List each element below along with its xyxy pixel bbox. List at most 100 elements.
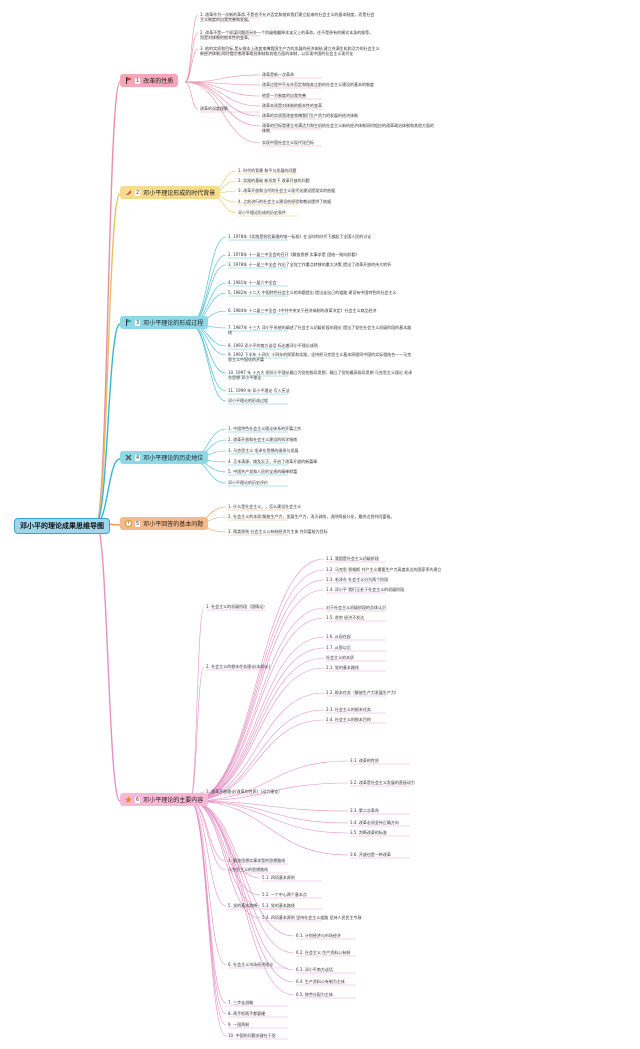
leaf-node[interactable]: 6.1. 计划经济与市场经济	[296, 933, 341, 938]
root-title: 邓小平的理论成果思维导图	[20, 522, 104, 530]
clock-icon	[125, 520, 132, 527]
star-icon	[125, 796, 132, 803]
leaf-node[interactable]: 3.3. 第二次革命	[350, 808, 379, 813]
leaf-node[interactable]: 对于社会主义初级阶段的总体认识	[326, 605, 386, 610]
leaf-node[interactable]: 1. 中国特色社会主义理论体系的开篇之作	[228, 426, 302, 431]
leaf-node[interactable]: 马克思主义的思想路线	[228, 867, 268, 872]
leaf-node[interactable]: 2.4. 社会主义的根本目的	[326, 717, 371, 722]
branch-number: 3	[135, 319, 141, 326]
leaf-node[interactable]: 1.4. 邓小平 我们正处于社会主义的初级阶段	[326, 587, 405, 592]
flag-icon	[125, 77, 132, 84]
leaf-node[interactable]: 5.2. 一个中心两个基本点	[262, 892, 307, 897]
branch-formation-process[interactable]: 3 邓小平理论的形成过程	[120, 316, 209, 329]
leaf-node[interactable]: 邓小平理论的形成过程	[228, 398, 268, 403]
leaf-node[interactable]: 11. 1999 年 邓小平理论 写入宪法	[228, 388, 290, 393]
leaf-node[interactable]: 10. 中国的问题关键在于党	[228, 1033, 276, 1038]
leaf-node[interactable]: 1.1. 我国是社会主义初级阶段	[326, 556, 379, 561]
root-node[interactable]: 邓小平的理论成果思维导图	[14, 518, 110, 534]
branch-label: 邓小平理论的历史地位	[143, 455, 204, 462]
leaf-node[interactable]: 3.4. 改革必须坚持正确方向	[350, 820, 399, 825]
leaf-node[interactable]: 6. 1984年 十二届三中全会《中共中央关于经济体制的改革决定》社会主义商品经…	[228, 308, 377, 313]
rocket-icon	[125, 189, 132, 196]
leaf-node[interactable]: 1. 改革作为一次新的革命,不是也不允许否定和抛弃我们建立起来的社会主义的基本制…	[200, 12, 375, 22]
leaf-node[interactable]: 10. 1997 年 十五大 把邓小平理论确立为党的指导思想，确立了党的最高指导…	[228, 370, 413, 380]
branch-basic-questions[interactable]: 5 邓小平回答的基本问题	[120, 517, 209, 530]
leaf-node[interactable]: 1.5. 贫穷 经济不发达	[326, 615, 365, 620]
leaf-node[interactable]: 7. 1987年 十三大 邓小平系统的阐述了社会主义初级阶段的理论 提出了党在社…	[228, 325, 412, 335]
leaf-node[interactable]: 改革的深度理解	[200, 106, 228, 111]
leaf-node[interactable]: 2.2. 根本任务（解放生产力发展生产力）	[326, 690, 399, 695]
leaf-node[interactable]: 他是一方制度的自我完善	[262, 93, 306, 98]
leaf-node[interactable]: 2. 改革不是一个权谋问题而另外一个阶级推翻掉本该又上的革命。往不是原有的模式本…	[200, 30, 374, 40]
leaf-node[interactable]: 6.5. 按劳分配为主体	[296, 992, 333, 997]
leaf-node[interactable]: 3. 他的实质和目标,是从根本上改变束缚我国生产力的发展的经济体制,建立充满生机…	[200, 46, 380, 56]
leaf-node[interactable]: 2. 改革开放和社会主义建设的科学指南	[228, 437, 298, 442]
leaf-node[interactable]: 改革的目标是建立充满活力和生机的社会主义新的经济体制同时相应的改革政治体制和其他…	[262, 123, 434, 133]
leaf-node[interactable]: 2. 社会主义的本质:解放生产力，发展生产力，消灭剥削，消除两极分化，最终达到共…	[228, 514, 395, 519]
leaf-node[interactable]: 1.6. 从现在起	[326, 634, 351, 639]
leaf-node[interactable]: 8. 两手抓两手都要硬	[228, 1011, 266, 1016]
leaf-node[interactable]: 2.1. 党的基本路线	[326, 665, 359, 670]
branch-historical-status[interactable]: 4 邓小平理论的历史地位	[120, 451, 209, 464]
branch-number: 6	[135, 796, 141, 803]
branch-number: 1	[135, 77, 141, 84]
leaf-node[interactable]: 1.7. 从那以后	[326, 645, 351, 650]
leaf-node[interactable]: 3. 马克思主义 毛泽东思想的继承与发展	[228, 448, 299, 453]
tools-icon	[125, 454, 132, 461]
leaf-node[interactable]: 5.3. 党的基本路线	[262, 903, 295, 908]
branch-label: 改革的性质	[143, 78, 174, 85]
leaf-node[interactable]: 实现中国社会主义现代化目标	[262, 140, 314, 145]
leaf-node[interactable]: 2.3. 社会主义的根本任务	[326, 707, 371, 712]
leaf-node[interactable]: 改革过程中不允许否定和抛弃之前的社会主义建设的基本的制度	[262, 82, 374, 87]
leaf-node[interactable]: 3. 1978年 十一届三中全会 作出了全党工作重点转移的重大决策 提出了改革开…	[228, 262, 392, 267]
leaf-node[interactable]: 4. 解放思想实事求是的思想路线	[228, 858, 286, 863]
leaf-node[interactable]: 社会主义的本质	[326, 655, 354, 660]
leaf-node[interactable]: 邓小平理论形成的历史条件	[238, 210, 286, 215]
leaf-node[interactable]: 3. 两类原则 社会主义公有制经济为主体 共同富裕为目标	[228, 529, 328, 534]
leaf-node[interactable]: 5.1. 四项基本原则	[262, 875, 295, 880]
leaf-node[interactable]: 邓小平理论的历史评价	[228, 480, 268, 485]
leaf-node[interactable]: 4. 之前进行的社会主义建设的经验和教训提供了依据	[238, 199, 332, 204]
leaf-node[interactable]: 改革是新一次革命	[262, 72, 294, 77]
leaf-node[interactable]: 5. 中国共产党和人民的宝贵的精神财富	[228, 469, 298, 474]
leaf-node[interactable]: 1. 1978年《实践是检验真理的唯一标准》在当时的时代下激起了全国人民的讨论	[228, 234, 372, 239]
leaf-node[interactable]: 5. 1982年 十二大 中国特色社会主义的命题提出 提出走自己的道路 建设有中…	[228, 290, 397, 295]
leaf-node[interactable]: 5.4. 四项基本原则 坚持社会主义道路 坚持人民民主专政	[262, 915, 362, 920]
leaf-node[interactable]: 6. 社会主义市场经济理论	[228, 962, 274, 967]
flag-icon	[125, 319, 132, 326]
leaf-node[interactable]: 1. 社会主义的初级阶段（国情论）	[206, 604, 268, 609]
branch-label: 邓小平理论的主要内容	[143, 797, 204, 804]
leaf-node[interactable]: 4. 正本清源，拨乱反正，开启了改革开放的新篇章	[228, 459, 318, 464]
branch-number: 2	[135, 189, 141, 196]
leaf-node[interactable]: 6.4. 生产资料公有制为主体	[296, 979, 345, 984]
leaf-node[interactable]: 9. 1992 下半年 十四大 十四年的探索和实践，坚持把马克思主义基本原理同中…	[228, 352, 412, 362]
leaf-node[interactable]: 4. 1981年 十一届六中全会	[228, 280, 277, 285]
leaf-node[interactable]: 1.3. 毛泽东 社会主义分为两个阶段	[326, 577, 389, 582]
leaf-node[interactable]: 改革本质是对体制的根本性的变革	[262, 103, 322, 108]
leaf-node[interactable]: 3.5. 判断改革的标准	[350, 830, 387, 835]
branch-main-content[interactable]: 6 邓小平理论的主要内容	[120, 793, 209, 806]
branch-era-background[interactable]: 2 邓小平理论形成的时代背景	[120, 186, 221, 199]
branch-label: 邓小平理论形成的时代背景	[143, 190, 216, 197]
leaf-node[interactable]: 1. 时代的背景 和平与发展的问题	[238, 168, 297, 173]
leaf-node[interactable]: 1. 什么是社会主义，，怎么建设社会主义	[228, 504, 302, 509]
leaf-node[interactable]: 3.1. 改革的性质	[350, 758, 379, 763]
leaf-node[interactable]: 6.2. 社会主义:生产资料公有制	[296, 950, 351, 955]
leaf-node[interactable]: 2. 实践的基础 新形势下 改革开放的问题	[238, 178, 310, 183]
leaf-node[interactable]: 8. 1992 邓小平的南方谈话 标志着邓小平理论成熟	[228, 343, 318, 348]
leaf-node[interactable]: 9. 一国两制	[228, 1022, 250, 1027]
leaf-node[interactable]: 改革的实质是改变束缚我们生产资力的发展的经济体制	[262, 113, 358, 118]
leaf-node[interactable]: 7. 三步走战略	[228, 1000, 254, 1005]
leaf-node[interactable]: 3.6. 开放也是一种改革	[350, 852, 391, 857]
leaf-node[interactable]: 2. 社会主义的根本任务理论(本质论)	[206, 664, 271, 669]
branch-label: 邓小平回答的基本问题	[143, 521, 204, 528]
leaf-node[interactable]: 6.3. 邓小平南方谈话	[296, 967, 333, 972]
leaf-node[interactable]: 3. 改革开放理论(改革的性质)（动力理论）	[206, 789, 283, 794]
leaf-node[interactable]: 5. 党的基本路线	[228, 903, 258, 908]
leaf-node[interactable]: 3.2. 改革是社会主义发展的直接动力	[350, 780, 415, 785]
leaf-node[interactable]: 2. 1978年 十一届三中全会的召开《解放思想 实事求是 团结一致向前看》	[228, 252, 360, 257]
leaf-node[interactable]: 1.2. 马克思 恩格斯 共产主义需要生产力高度发达的国家率先建立	[326, 567, 442, 572]
leaf-node[interactable]: 3. 改革开放和当代的社会主义现代化建设提现实的依据	[238, 188, 336, 193]
branch-reform-nature[interactable]: 1 改革的性质	[120, 74, 179, 87]
